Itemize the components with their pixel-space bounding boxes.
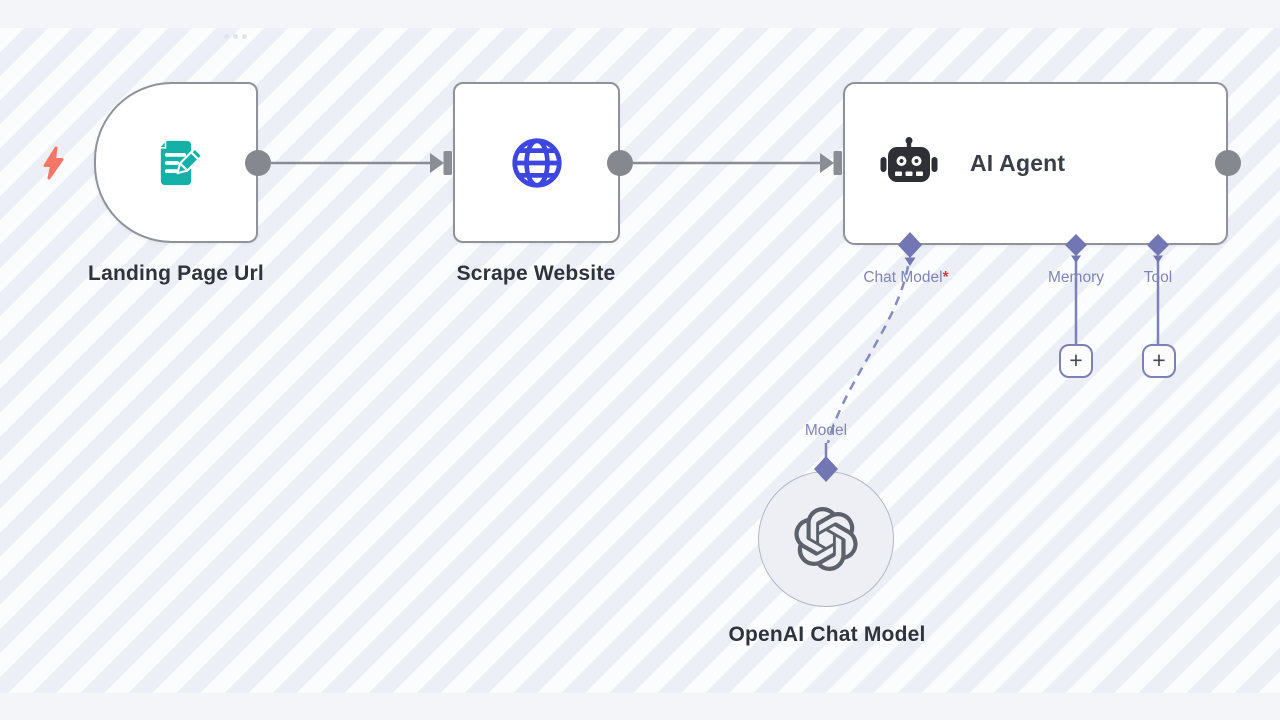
lightning-bolt-icon [43, 146, 64, 180]
openai-logo-icon [794, 507, 858, 571]
model-port-label: Model [804, 422, 848, 439]
plus-icon: + [1069, 346, 1083, 373]
scrape-node-label: Scrape Website [456, 262, 616, 285]
node-scrape-website[interactable] [453, 82, 620, 243]
add-tool-button[interactable]: + [1142, 344, 1176, 378]
chat-model-port-label-text: Chat Model [863, 269, 943, 286]
chat-model-port-label: Chat Model* [806, 269, 1006, 287]
node-openai-chat-model[interactable] [758, 471, 894, 607]
document-edit-icon [157, 137, 203, 185]
agent-node-title: AI Agent [970, 150, 1066, 176]
openai-node-label: OpenAI Chat Model [728, 623, 926, 646]
node-landing-page-url[interactable] [94, 82, 258, 243]
landing-node-label: Landing Page Url [88, 262, 264, 285]
tool-port-label: Tool [1143, 269, 1173, 286]
required-marker: * [942, 269, 949, 286]
plus-icon: + [1152, 346, 1166, 373]
add-memory-button[interactable]: + [1059, 344, 1093, 378]
node-ai-agent[interactable]: AI Agent [843, 82, 1228, 245]
ellipsis-icon[interactable] [224, 34, 247, 39]
globe-icon [511, 137, 562, 188]
robot-icon [880, 136, 938, 182]
